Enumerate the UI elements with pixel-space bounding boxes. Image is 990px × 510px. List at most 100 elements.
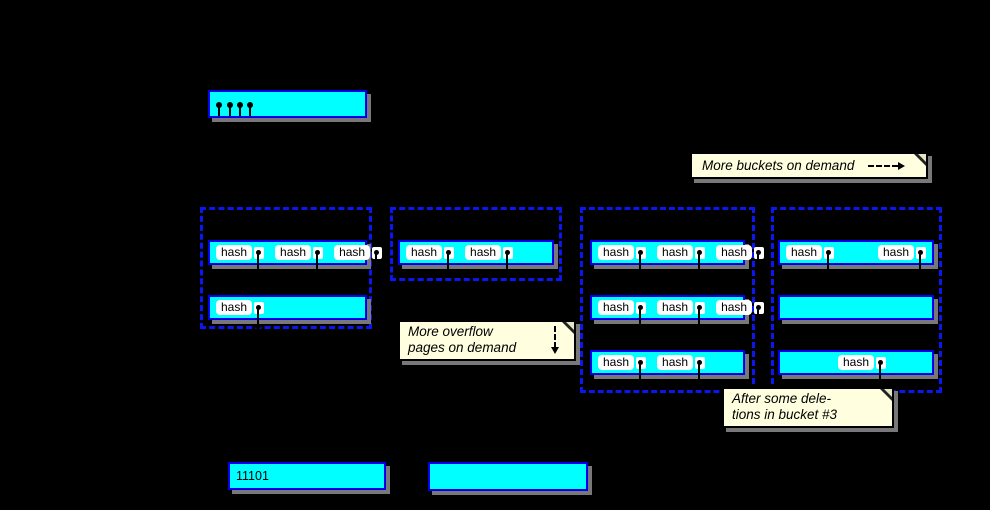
hash-entry: hash <box>598 300 647 331</box>
hash-label: hash <box>657 355 694 370</box>
hash-label: hash <box>598 300 635 315</box>
bucket-pointer-pin-icon <box>247 102 253 116</box>
hash-label: hash <box>838 355 875 370</box>
down-arrow-icon <box>754 253 763 276</box>
hash-label: hash <box>877 245 914 260</box>
note-fold-icon <box>562 322 574 334</box>
record-pointer-icon <box>444 246 455 276</box>
down-arrow-icon <box>444 253 453 276</box>
hash-label: hash <box>406 245 443 260</box>
bucket-1: hash hash <box>390 207 562 281</box>
record-pointer-icon <box>636 246 647 276</box>
hash-entry: hash <box>465 245 514 276</box>
hash-entry: hash <box>216 245 265 276</box>
record-pointer-icon <box>876 356 887 386</box>
empty-page <box>778 295 934 320</box>
empty-value-box <box>428 462 588 491</box>
hash-entry: hash <box>716 300 765 331</box>
note-text-line: pages on demand <box>408 339 517 355</box>
page: hash hash hash <box>590 240 765 276</box>
hash-entry: hash <box>334 245 383 276</box>
down-arrow-icon <box>695 308 704 331</box>
record-pointer-icon <box>636 301 647 331</box>
bucket-0: hash hash hash hash <box>200 207 383 331</box>
down-arrow-icon <box>254 308 263 331</box>
hash-entry: hash <box>406 245 455 276</box>
hash-entry: hash <box>598 245 647 276</box>
dashed-right-arrow-icon <box>868 162 905 170</box>
overflow-page: hash <box>208 295 367 331</box>
hash-label: hash <box>334 245 371 260</box>
hash-entry: hash <box>598 355 647 386</box>
hash-label: hash <box>275 245 312 260</box>
note-fold-icon <box>914 154 926 166</box>
down-arrow-icon <box>916 253 924 276</box>
down-arrow-icon <box>695 363 704 386</box>
record-pointer-icon <box>695 246 706 276</box>
note-text-line: tions in bucket #3 <box>732 406 838 422</box>
hash-label: hash <box>657 300 694 315</box>
record-pointer-icon <box>503 246 514 276</box>
down-arrow-icon <box>636 363 645 386</box>
hash-entry: hash <box>786 245 835 276</box>
hash-label: hash <box>716 300 753 315</box>
record-pointer-icon <box>754 301 765 331</box>
hash-value-text: 11101 <box>236 469 269 483</box>
hash-label: hash <box>786 245 823 260</box>
record-pointer-icon <box>695 301 706 331</box>
bucket-pointer-pin-icon <box>237 102 243 116</box>
note-text-line: More overflow <box>408 324 493 339</box>
bucket-pointer-pin-icon <box>227 102 233 116</box>
down-arrow-icon <box>876 363 885 386</box>
down-arrow-icon <box>254 253 263 276</box>
directory-box <box>208 90 367 118</box>
note-fold-icon <box>880 389 892 401</box>
bucket-pointer-pin-icon <box>216 102 222 116</box>
bucket-2: hash hash hash hash hash hash <box>580 207 765 393</box>
record-pointer-icon <box>636 356 647 386</box>
hash-entry: hash <box>657 355 706 386</box>
page: hash hash <box>778 240 934 276</box>
hash-entry: hash <box>657 300 706 331</box>
down-arrow-icon <box>636 308 645 331</box>
dashed-down-arrow-icon <box>551 326 559 354</box>
note-text-line: After some dele- <box>732 391 832 406</box>
hash-value-box: 11101 <box>228 462 386 490</box>
down-arrow-icon <box>754 308 763 331</box>
page: hash hash hash <box>208 240 383 276</box>
record-pointer-icon <box>916 246 926 276</box>
down-arrow-icon <box>313 253 322 276</box>
record-pointer-icon <box>254 301 265 331</box>
hash-label: hash <box>465 245 502 260</box>
page: hash hash <box>398 240 554 276</box>
hash-label: hash <box>216 300 253 315</box>
overflow-page: hash <box>778 350 934 386</box>
record-pointer-icon <box>695 356 706 386</box>
note-more-overflow: More overflow pages on demand <box>398 320 576 361</box>
bucket-3: hash hash hash <box>771 207 942 393</box>
down-arrow-icon <box>695 253 704 276</box>
record-pointer-icon <box>313 246 324 276</box>
record-pointer-icon <box>372 246 383 276</box>
record-pointer-icon <box>254 246 265 276</box>
hash-label: hash <box>598 245 635 260</box>
hash-entry: hash <box>838 355 887 386</box>
hash-entry: hash <box>216 300 265 331</box>
record-pointer-icon <box>754 246 765 276</box>
hash-label: hash <box>598 355 635 370</box>
overflow-page: hash hash hash <box>590 295 765 331</box>
hash-label: hash <box>657 245 694 260</box>
hash-label: hash <box>216 245 253 260</box>
down-arrow-icon <box>824 253 833 276</box>
hash-entry: hash <box>657 245 706 276</box>
overflow-page: hash hash <box>590 350 745 386</box>
record-pointer-icon <box>824 246 835 276</box>
down-arrow-icon <box>372 253 381 276</box>
down-arrow-icon <box>503 253 512 276</box>
hash-label: hash <box>716 245 753 260</box>
note-after-deletions: After some dele- tions in bucket #3 <box>722 387 894 428</box>
hash-entry: hash <box>877 245 926 276</box>
note-text: More buckets on demand <box>702 157 855 173</box>
note-more-buckets: More buckets on demand <box>690 152 928 179</box>
